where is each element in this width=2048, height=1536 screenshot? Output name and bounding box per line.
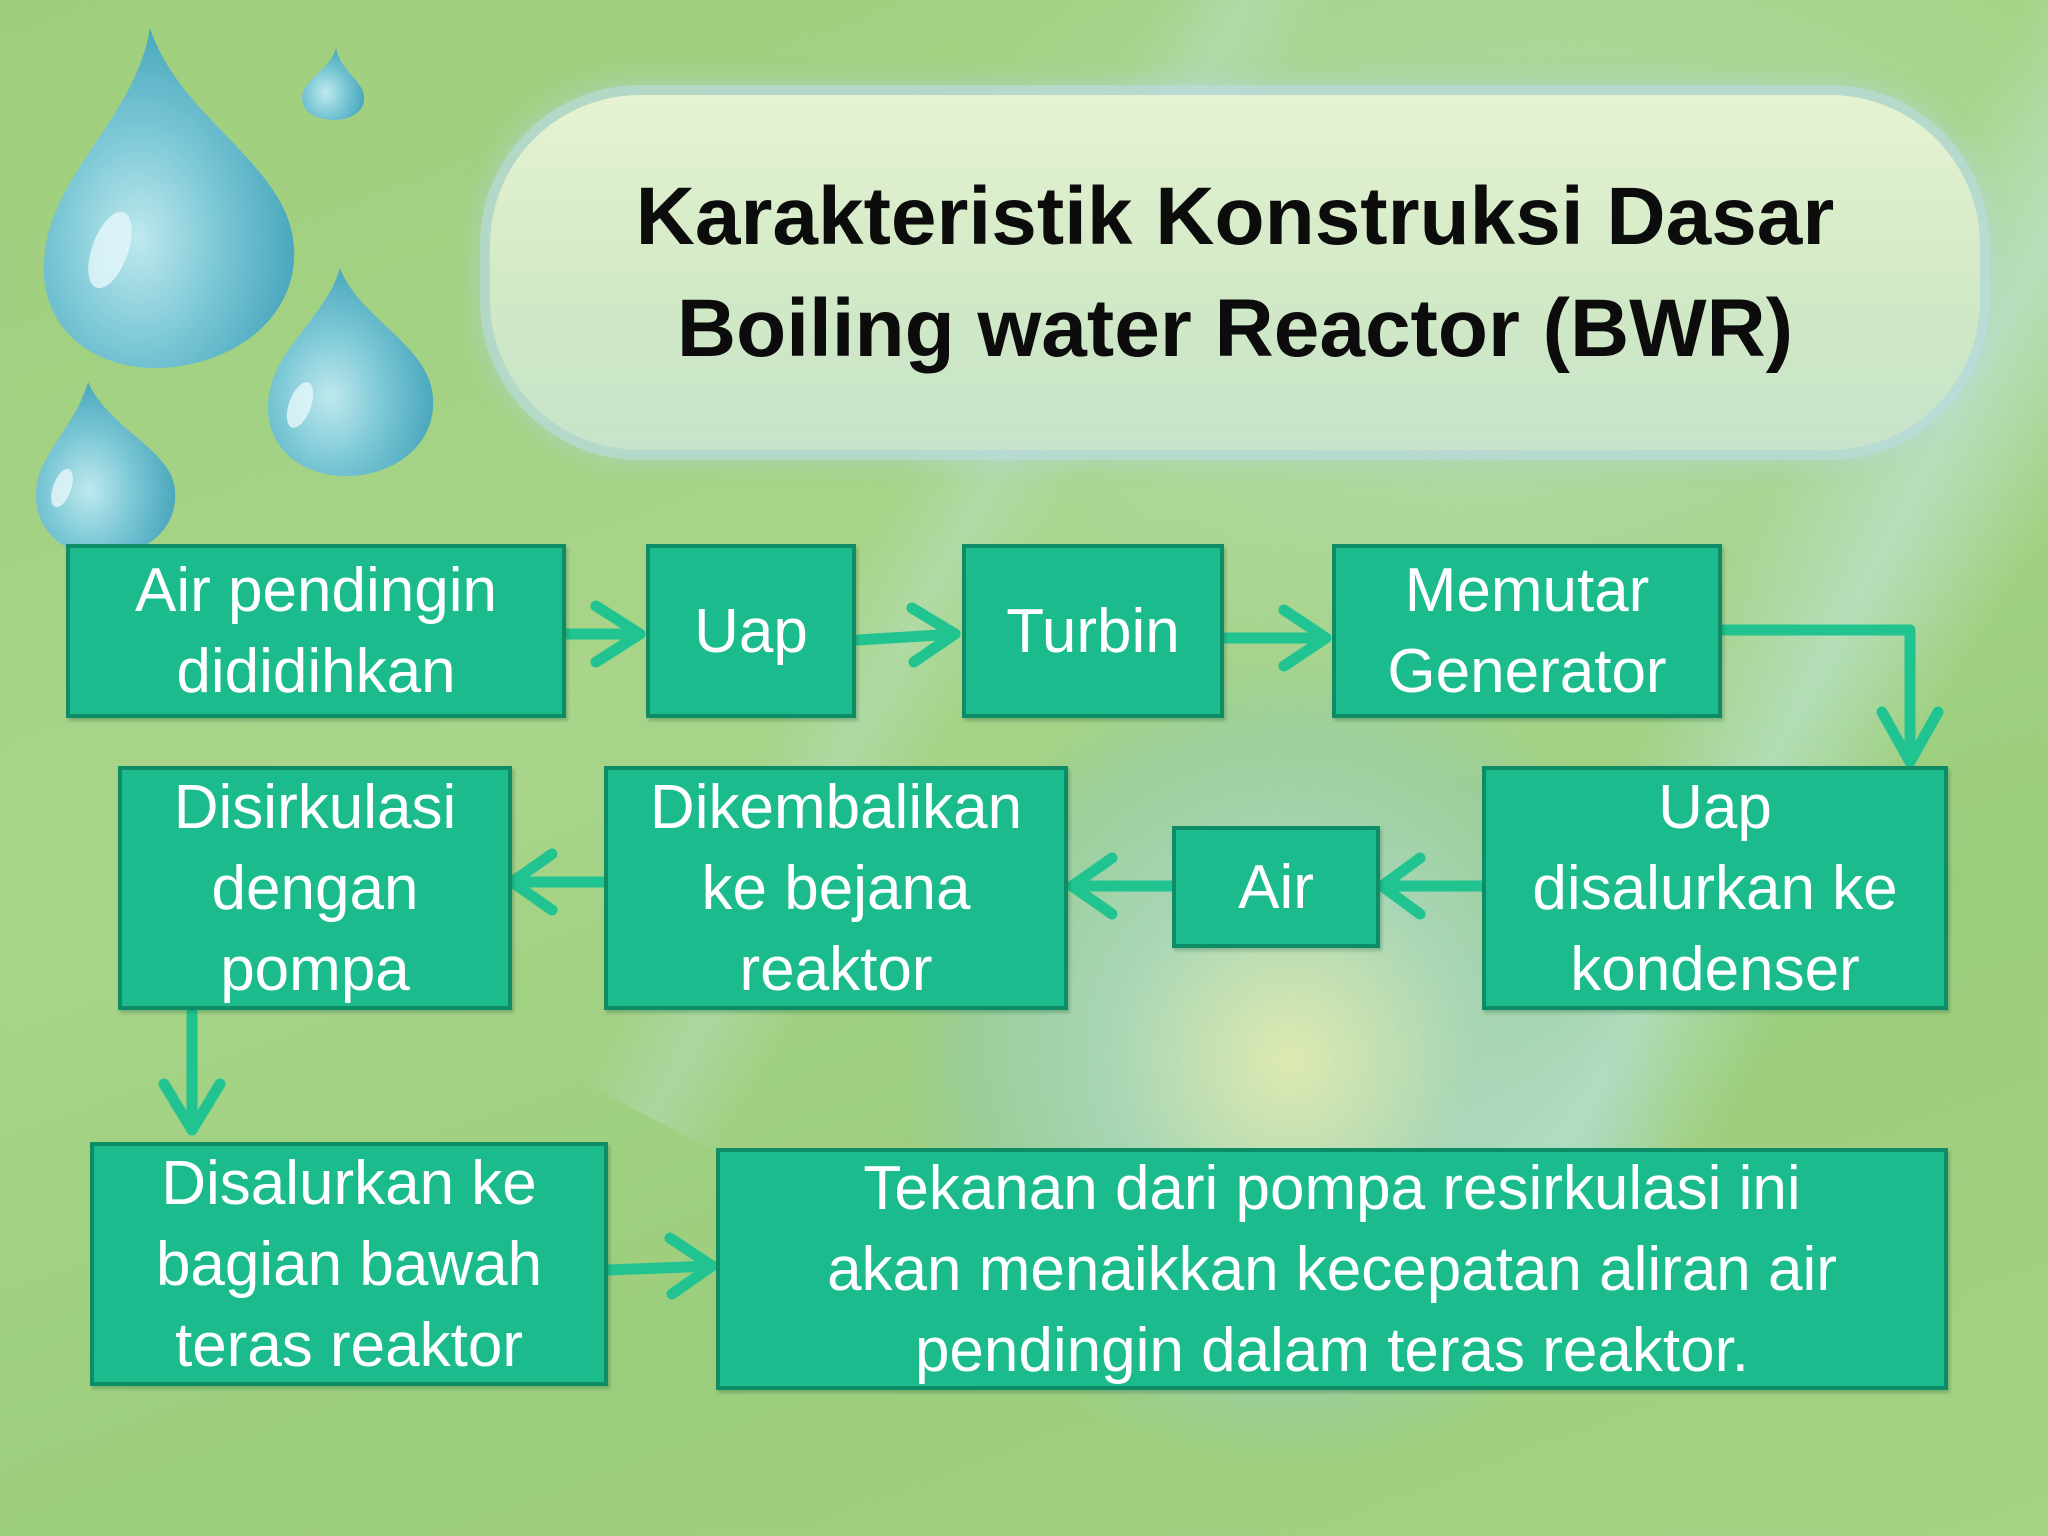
page-title: Karakteristik Konstruksi Dasar Boiling w… [635,170,1835,374]
node-disirkulasi: Disirkulasi dengan pompa [118,766,512,1010]
node-turbin: Turbin [962,544,1224,718]
arrow-bawah-to-tekanan [602,1232,718,1300]
arrow-air-to-dikembalikan [1066,852,1178,920]
arrow-turbin-to-generator [1219,604,1332,672]
water-drop-icon [267,268,434,477]
arrow-generator-to-kondenser [1718,624,1944,768]
water-drop-icon [302,48,365,120]
arrow-disirkulasi-to-bawah [158,1004,226,1136]
water-drops-decoration [36,28,434,557]
arrow-air-to-uap [561,600,646,668]
water-drop-icon [36,382,176,557]
node-air: Air [1172,826,1380,948]
node-uap: Uap [646,544,856,718]
node-dikembalikan: Dikembalikan ke bejana reaktor [604,766,1068,1010]
arrow-kondenser-to-air [1376,852,1488,920]
node-generator: Memutar Generator [1332,544,1722,718]
arrow-dikembalikan-to-disirkulasi [506,848,610,916]
node-tekanan: Tekanan dari pompa resirkulasi ini akan … [716,1148,1948,1390]
node-uap-kondenser: Uap disalurkan ke kondenser [1482,766,1948,1010]
node-disalurkan-bawah: Disalurkan ke bagian bawah teras reaktor [90,1142,608,1386]
arrow-uap-to-turbin [852,602,961,668]
node-air-pendingin: Air pendingin dididihkan [66,544,566,718]
title-panel: Karakteristik Konstruksi Dasar Boiling w… [490,95,1980,450]
